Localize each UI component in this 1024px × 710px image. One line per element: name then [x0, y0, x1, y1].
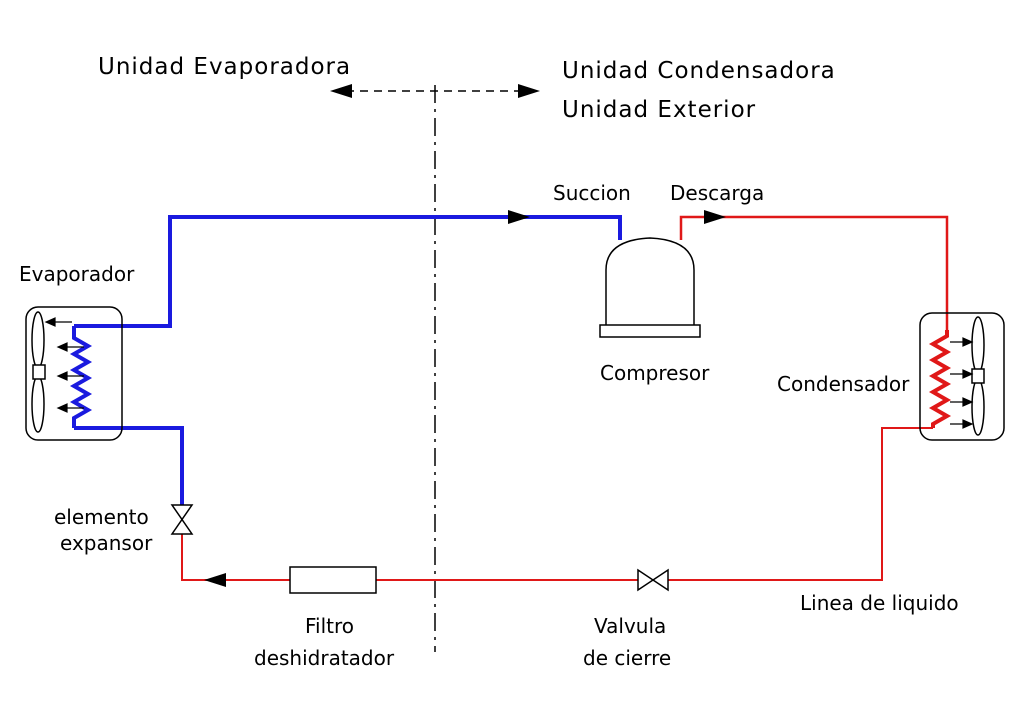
evaporator-unit	[25, 306, 123, 441]
expansion-label-line1: elemento	[54, 505, 149, 529]
indoor-unit-label: Unidad Evaporadora	[98, 54, 351, 80]
outdoor-unit-label-line2: Unidad Exterior	[562, 97, 756, 123]
discharge-flow-arrow	[704, 210, 726, 224]
filter-label-line1: Filtro	[305, 614, 354, 638]
liquid-flow-arrow	[204, 573, 226, 587]
outdoor-unit-label-line1: Unidad Condensadora	[562, 58, 836, 84]
compressor-icon	[599, 237, 701, 338]
condenser-coil	[928, 330, 952, 428]
discharge-label: Descarga	[670, 181, 764, 205]
valve-label-line1: Valvula	[594, 614, 666, 638]
bowtie-valve-icon	[170, 504, 194, 535]
suction-flow-arrow	[508, 210, 530, 224]
airflow-arrows	[44, 317, 84, 413]
evaporator-label: Evaporador	[19, 262, 135, 286]
fan-icon	[971, 316, 985, 436]
suction-label: Succion	[553, 181, 631, 205]
liquid-line-to-expansion	[181, 534, 290, 581]
unit-boundary-arrow	[330, 84, 540, 98]
compressor-label: Compresor	[600, 361, 710, 385]
liquid-line-label: Linea de liquido	[800, 591, 959, 615]
liquid-line	[668, 427, 933, 581]
airflow-arrows	[950, 337, 974, 429]
bowtie-valve-icon	[637, 568, 669, 592]
valve-label-line2: de cierre	[583, 646, 671, 670]
expansion-label-line2: expansor	[60, 531, 153, 555]
condenser-label: Condensador	[777, 372, 910, 396]
discharge-line	[679, 215, 949, 330]
suction-line	[74, 215, 622, 328]
evaporator-coil	[69, 326, 93, 428]
evaporator-inlet-line	[74, 426, 184, 505]
filter-label-line2: deshidratador	[254, 646, 395, 670]
fan-icon	[31, 311, 46, 433]
condenser-unit	[919, 312, 1005, 441]
filter-icon	[289, 566, 377, 594]
